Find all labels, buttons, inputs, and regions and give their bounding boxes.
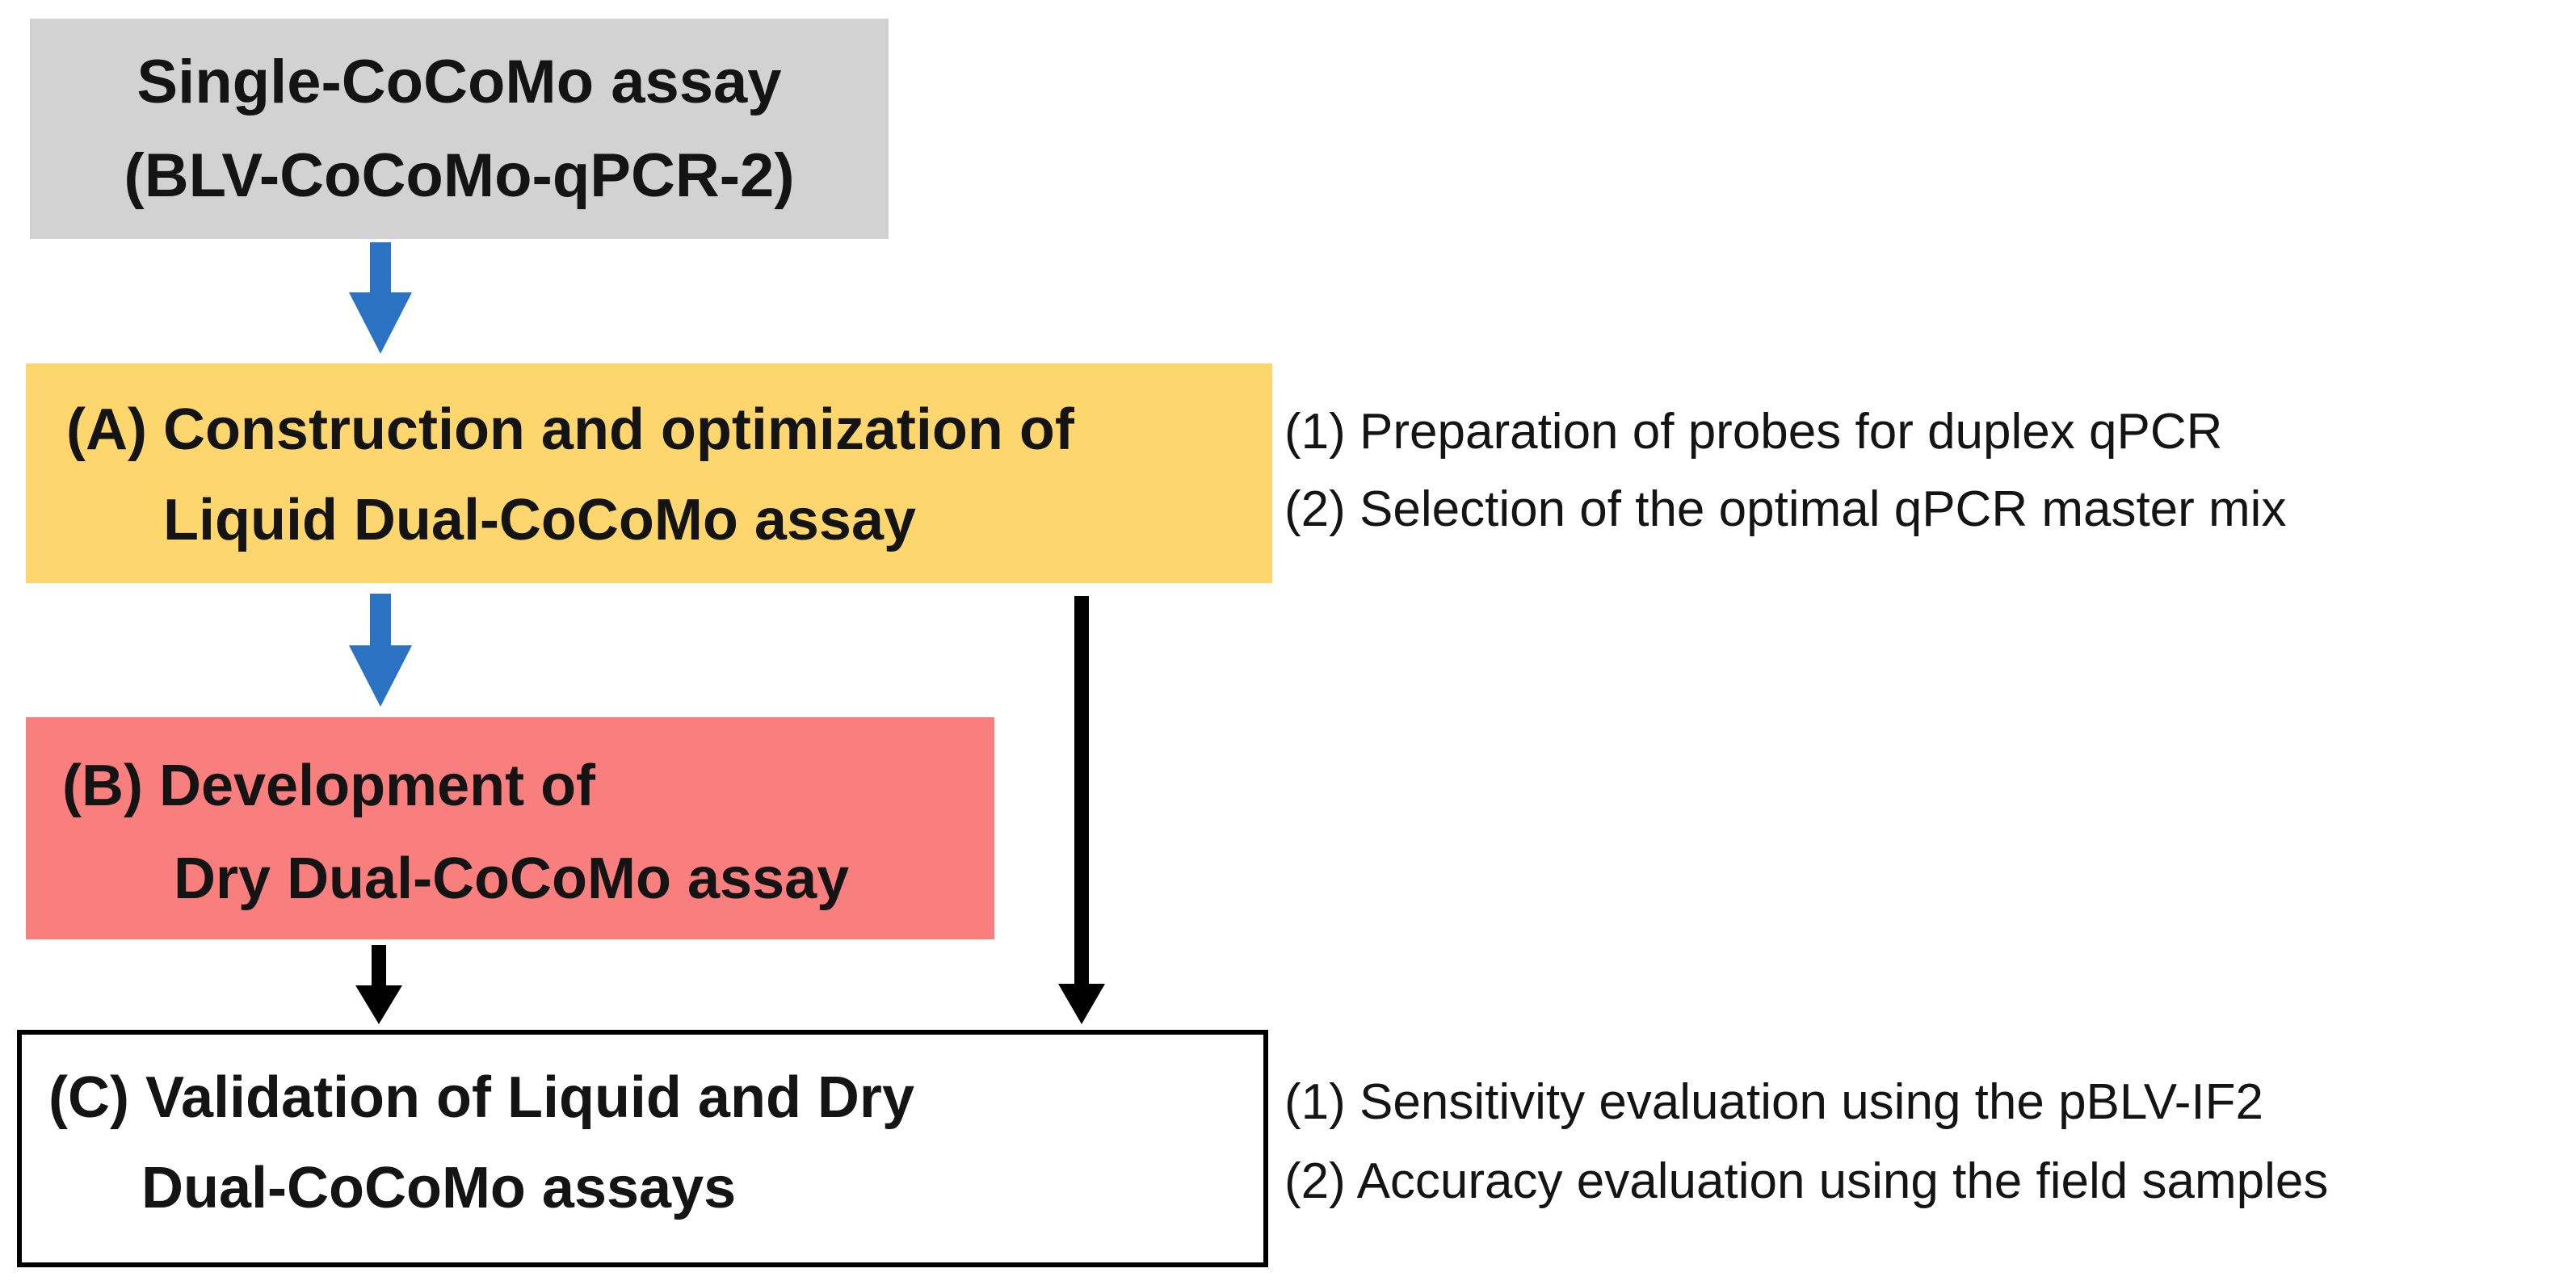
- box-c-line2: Dual-CoCoMo assays: [141, 1156, 737, 1220]
- arrow-stem: [1074, 596, 1089, 985]
- box-b-line2: Dry Dual-CoCoMo assay: [174, 846, 850, 911]
- arrow-head: [355, 985, 402, 1024]
- note-a: (1) Preparation of probes for duplex qPC…: [1284, 393, 2569, 548]
- note-c: (1) Sensitivity evaluation using the pBL…: [1284, 1063, 2569, 1221]
- box-a-line2: Liquid Dual-CoCoMo assay: [163, 488, 917, 552]
- box-c-validation: (C) Validation of Liquid and Dry Dual-Co…: [17, 1030, 1268, 1267]
- black-down-arrow-a-to-c-icon: [1058, 596, 1105, 1024]
- start-box-single-cocomo: Single-CoCoMo assay (BLV-CoCoMo-qPCR-2): [30, 19, 889, 239]
- black-down-arrow-b-to-c-icon: [355, 945, 402, 1024]
- start-box-line1: Single-CoCoMo assay: [137, 47, 782, 116]
- note-a-item1: (1) Preparation of probes for duplex qPC…: [1284, 404, 2223, 460]
- note-a-item2: (2) Selection of the optimal qPCR master…: [1284, 481, 2287, 537]
- blue-down-arrow-a-to-b-icon: [349, 594, 412, 707]
- box-b-development-dry: (B) Development of Dry Dual-CoCoMo assay: [26, 717, 994, 939]
- blue-down-arrow-start-to-a-icon: [349, 242, 412, 354]
- arrow-head: [349, 292, 412, 354]
- arrow-stem: [372, 945, 386, 987]
- arrow-stem: [370, 594, 391, 647]
- box-a-construction-optimization: (A) Construction and optimization of Liq…: [26, 363, 1272, 583]
- note-c-item2: (2) Accuracy evaluation using the field …: [1284, 1153, 2329, 1209]
- start-box-line2: (BLV-CoCoMo-qPCR-2): [124, 141, 795, 210]
- arrow-head: [349, 645, 412, 707]
- arrow-stem: [370, 242, 391, 294]
- arrow-head: [1058, 984, 1105, 1024]
- note-c-item1: (1) Sensitivity evaluation using the pBL…: [1284, 1074, 2263, 1130]
- box-c-line1: (C) Validation of Liquid and Dry: [48, 1065, 914, 1130]
- box-a-line1: (A) Construction and optimization of: [66, 397, 1074, 462]
- box-b-line1: (B) Development of: [62, 754, 596, 818]
